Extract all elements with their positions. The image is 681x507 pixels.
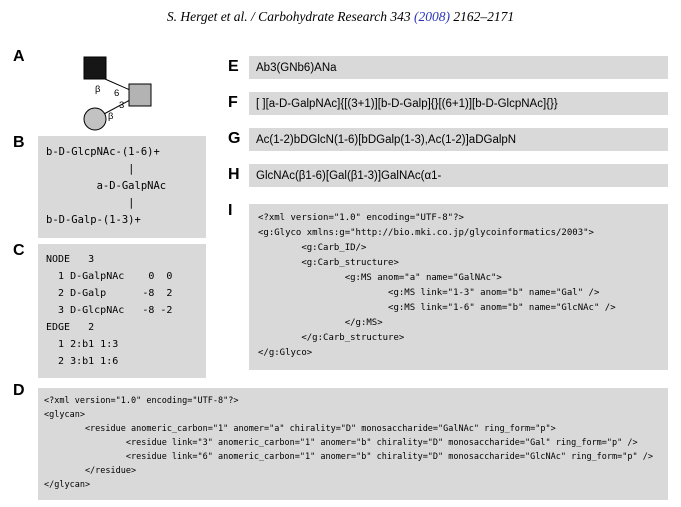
panel-g-linear-notation-bar: Ac(1-2)bDGlcN(1-6)[bDGalp(1-3),Ac(1-2)]a… xyxy=(249,128,668,151)
glcnac-symbol xyxy=(83,56,107,80)
panel-d-xml-block: <?xml version="1.0" encoding="UTF-8"?> <… xyxy=(38,388,668,500)
panel-label-d: D xyxy=(13,382,25,399)
panel-label-c: C xyxy=(13,242,25,259)
linkage-anomer-top-label: β xyxy=(95,84,101,95)
panel-label-i: I xyxy=(228,202,233,219)
panel-label-h: H xyxy=(228,166,240,183)
panel-e-linearcode-bar: Ab3(GNb6)ANa xyxy=(249,56,668,79)
panel-label-b: B xyxy=(13,134,25,151)
panel-b-carbbank-block: b-D-GlcpNAc-(1-6)+ | a-D-GalpNAc | b-D-G… xyxy=(38,136,206,238)
linkage-position-top-label: 6 xyxy=(114,88,119,99)
galnac-symbol xyxy=(128,83,152,107)
citation-pages: 2162–2171 xyxy=(450,9,515,24)
panel-h-iupac-bar: GlcNAc(β1-6)[Gal(β1-3)]GalNAc(α1- xyxy=(249,164,668,187)
b1-6-linkage-line xyxy=(104,78,131,91)
linkage-position-bottom-label: 3 xyxy=(119,100,124,111)
linkage-anomer-bottom-label: β xyxy=(108,111,114,122)
b1-3-linkage-line xyxy=(103,99,131,115)
panel-label-a: A xyxy=(13,48,25,65)
panel-label-e: E xyxy=(228,58,239,75)
glycan-symbol-diagram: β 6 β 3 xyxy=(83,56,152,131)
citation-year: (2008) xyxy=(414,9,451,24)
running-head: S. Herget et al. / Carbohydrate Research… xyxy=(0,9,681,25)
panel-i-xml-block: <?xml version="1.0" encoding="UTF-8"?> <… xyxy=(249,204,668,370)
panel-label-g: G xyxy=(228,130,241,147)
panel-c-kcf-block: NODE 3 1 D-GalpNAc 0 0 2 D-Galp -8 2 3 D… xyxy=(38,244,206,378)
citation-text: S. Herget et al. / Carbohydrate Research… xyxy=(166,9,415,24)
panel-f-linucs-bar: [ ][a-D-GalpNAc]{[(3+1)][b-D-Galp]{}[(6+… xyxy=(249,92,668,115)
gal-symbol xyxy=(83,107,107,131)
panel-label-f: F xyxy=(228,94,238,111)
